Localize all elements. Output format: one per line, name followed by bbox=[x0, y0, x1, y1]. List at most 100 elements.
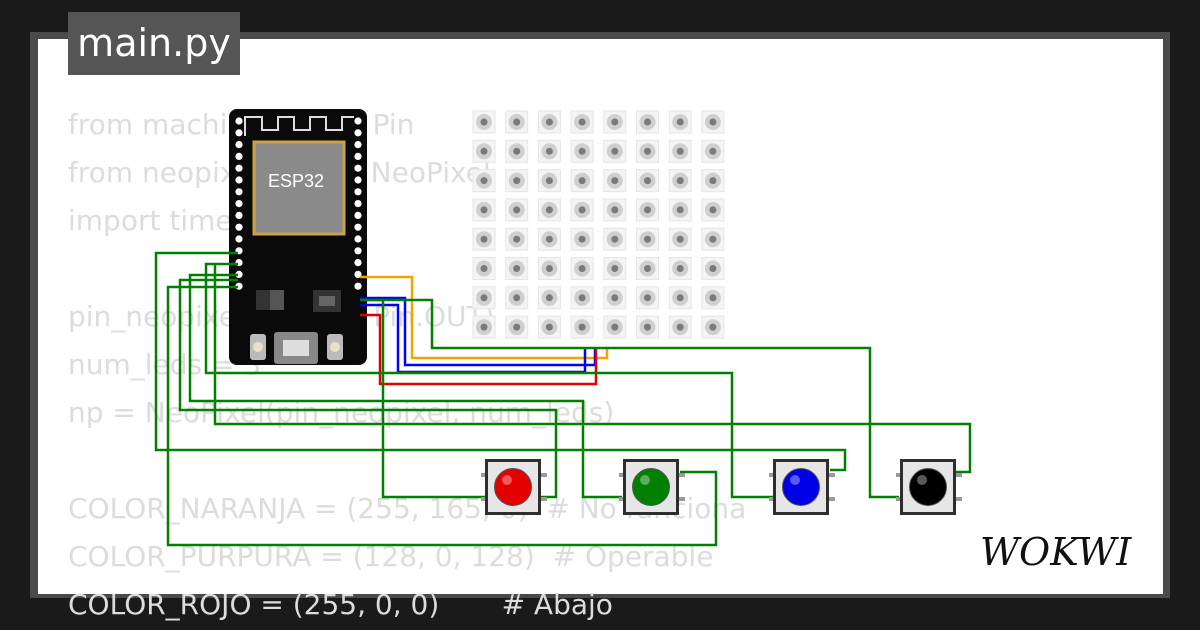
pushbutton-blue[interactable] bbox=[769, 459, 835, 515]
gpio-pin[interactable] bbox=[235, 141, 243, 149]
neopixel-led bbox=[636, 286, 659, 310]
neopixel-led bbox=[472, 315, 496, 339]
wire-green-b bbox=[154, 251, 847, 472]
neopixel-led bbox=[537, 286, 561, 310]
neopixel-led bbox=[505, 139, 529, 163]
wire-green-a bbox=[360, 298, 899, 499]
pushbutton-red[interactable] bbox=[481, 459, 547, 515]
gpio-pin[interactable] bbox=[354, 188, 362, 196]
gpio-pin[interactable] bbox=[235, 117, 243, 125]
wokwi-logo: WOKWI bbox=[980, 530, 1132, 574]
neopixel-led bbox=[505, 257, 529, 280]
neopixel-led bbox=[701, 286, 725, 310]
gpio-pin[interactable] bbox=[354, 129, 362, 137]
neopixel-led bbox=[505, 198, 529, 222]
wire-green-g bbox=[360, 298, 486, 499]
file-tab[interactable]: main.py bbox=[68, 12, 240, 75]
neopixel-led bbox=[505, 169, 529, 193]
neopixel-led bbox=[472, 227, 496, 251]
neopixel-led bbox=[636, 315, 659, 339]
esp32-label: ESP32 bbox=[268, 171, 324, 191]
gpio-pin[interactable] bbox=[235, 176, 243, 184]
neopixel-led bbox=[701, 257, 725, 280]
neopixel-led bbox=[668, 286, 692, 310]
gpio-pin[interactable] bbox=[235, 235, 243, 243]
gpio-pin[interactable] bbox=[354, 176, 362, 184]
gpio-pin[interactable] bbox=[354, 223, 362, 231]
boot-button[interactable] bbox=[250, 334, 266, 360]
neopixel-led bbox=[537, 139, 561, 163]
gpio-pin[interactable] bbox=[354, 282, 362, 290]
neopixel-led bbox=[472, 139, 496, 163]
gpio-pin[interactable] bbox=[354, 211, 362, 219]
en-button[interactable] bbox=[327, 334, 343, 360]
neopixel-led bbox=[701, 227, 725, 251]
neopixel-led bbox=[668, 198, 692, 222]
neopixel-led bbox=[505, 286, 529, 310]
gpio-pin[interactable] bbox=[354, 117, 362, 125]
gpio-pin[interactable] bbox=[354, 152, 362, 160]
neopixel-led bbox=[472, 169, 496, 193]
gpio-pin[interactable] bbox=[354, 270, 362, 278]
neopixel-led bbox=[570, 315, 594, 339]
pushbutton-green[interactable] bbox=[619, 459, 685, 515]
wiring bbox=[154, 251, 972, 547]
gpio-pin[interactable] bbox=[235, 211, 243, 219]
neopixel-led bbox=[537, 110, 561, 134]
neopixel-led bbox=[570, 227, 594, 251]
gpio-pin[interactable] bbox=[354, 235, 362, 243]
gpio-pin[interactable] bbox=[235, 129, 243, 137]
neopixel-led bbox=[603, 227, 627, 251]
pushbutton-black[interactable] bbox=[896, 459, 962, 515]
neopixel-led bbox=[701, 315, 725, 339]
gpio-pin[interactable] bbox=[235, 200, 243, 208]
gpio-pin[interactable] bbox=[354, 200, 362, 208]
neopixel-led bbox=[570, 198, 594, 222]
esp32-board[interactable]: ESP32 bbox=[229, 109, 367, 365]
wire-green-d bbox=[188, 273, 622, 499]
neopixel-led bbox=[570, 169, 594, 193]
neopixel-led bbox=[701, 169, 725, 193]
gpio-pin[interactable] bbox=[235, 152, 243, 160]
neopixel-led bbox=[505, 110, 529, 134]
neopixel-led bbox=[668, 110, 692, 134]
wire-green-h bbox=[213, 264, 972, 474]
gpio-pin[interactable] bbox=[354, 259, 362, 267]
code-line: COLOR_ROJO = (255, 0, 0) # Abajo bbox=[68, 588, 613, 621]
neopixel-led bbox=[537, 257, 561, 280]
neopixel-led bbox=[472, 110, 496, 134]
neopixel-led bbox=[636, 139, 659, 163]
neopixel-led bbox=[603, 315, 627, 339]
neopixel-led bbox=[668, 315, 692, 339]
neopixel-led bbox=[701, 110, 725, 134]
neopixel-led bbox=[472, 198, 496, 222]
neopixel-led bbox=[537, 227, 561, 251]
gpio-pin[interactable] bbox=[235, 223, 243, 231]
neopixel-led bbox=[570, 110, 594, 134]
neopixel-led bbox=[570, 139, 594, 163]
code-line: import time bbox=[68, 204, 233, 237]
gpio-pin[interactable] bbox=[235, 164, 243, 172]
gpio-pin[interactable] bbox=[354, 141, 362, 149]
neopixel-led bbox=[570, 286, 594, 310]
neopixel-led bbox=[636, 198, 659, 222]
neopixel-led bbox=[636, 257, 659, 280]
gpio-pin[interactable] bbox=[235, 188, 243, 196]
neopixel-led bbox=[570, 257, 594, 280]
neopixel-led bbox=[636, 227, 659, 251]
neopixel-matrix[interactable] bbox=[472, 110, 725, 339]
gpio-pin[interactable] bbox=[354, 164, 362, 172]
neopixel-led bbox=[636, 110, 659, 134]
wifi-antenna bbox=[244, 116, 354, 136]
neopixel-led bbox=[537, 169, 561, 193]
gpio-pin[interactable] bbox=[354, 247, 362, 255]
neopixel-led bbox=[603, 110, 627, 134]
neopixel-led bbox=[668, 227, 692, 251]
neopixel-led bbox=[537, 315, 561, 339]
neopixel-led bbox=[505, 227, 529, 251]
neopixel-led bbox=[472, 257, 496, 280]
neopixel-led bbox=[537, 198, 561, 222]
neopixel-led bbox=[603, 286, 627, 310]
